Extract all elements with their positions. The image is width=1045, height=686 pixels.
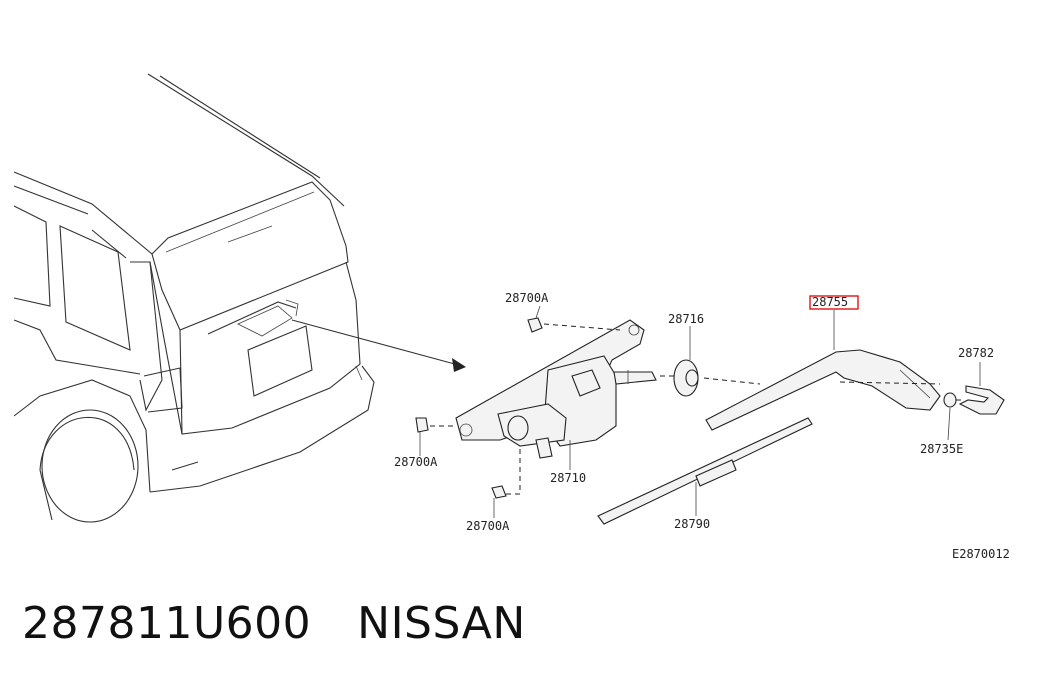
label-28700a-left: 28700A (394, 455, 438, 469)
label-28735e: 28735E (920, 442, 963, 456)
diagram-code: E2870012 (952, 547, 1010, 561)
label-28710: 28710 (550, 471, 586, 485)
label-28700a-bottom: 28700A (466, 519, 510, 533)
label-28755: 28755 (812, 295, 848, 309)
label-28782: 28782 (958, 346, 994, 360)
grommet-28716 (673, 359, 699, 397)
nut-28735e (943, 392, 957, 408)
caption: 287811U600 NISSAN (22, 598, 526, 649)
bolt-28700a-bottom (491, 485, 507, 499)
label-28716: 28716 (668, 312, 704, 326)
parts-diagram: 28700A 28716 28755 28782 28700A 28710 28… (13, 73, 1010, 561)
car-rear-illustration (13, 73, 466, 523)
label-28700a-top: 28700A (505, 291, 549, 305)
bolt-28700a-left (415, 417, 429, 433)
label-28790: 28790 (674, 517, 710, 531)
wiper-arm (705, 349, 941, 431)
part-number: 287811U600 (22, 598, 312, 649)
leader-lines (419, 305, 981, 518)
wiper-motor-assembly (455, 319, 657, 459)
wiper-blade (597, 417, 813, 525)
arm-cap-28782 (958, 385, 1005, 415)
highlight-box (809, 295, 859, 310)
bolt-28700a-top (527, 317, 543, 333)
brand-name: NISSAN (357, 598, 526, 649)
